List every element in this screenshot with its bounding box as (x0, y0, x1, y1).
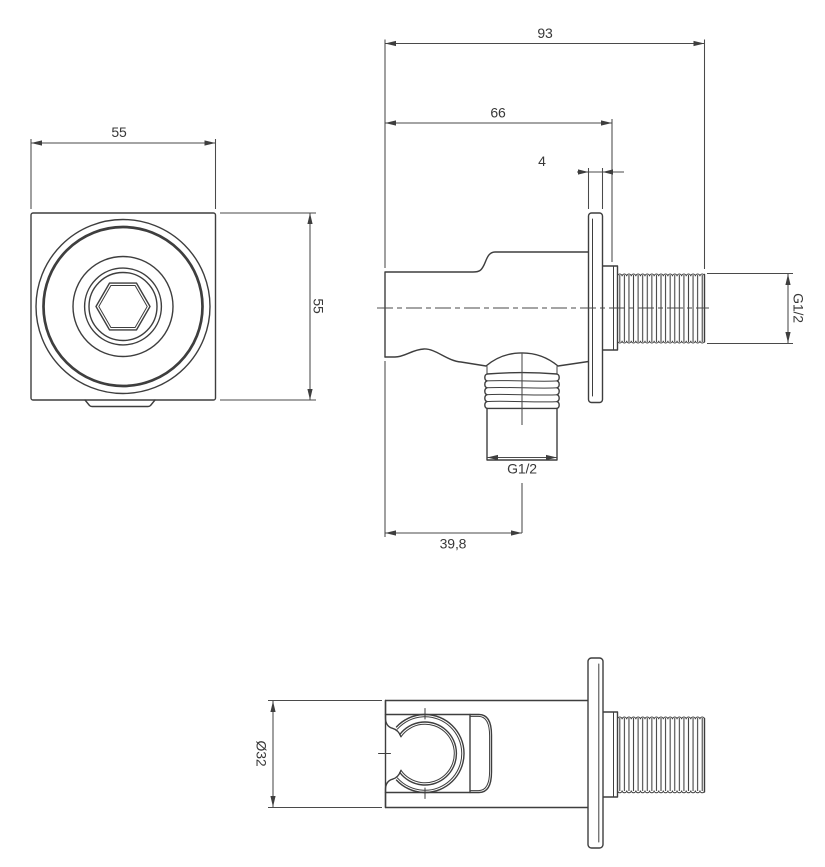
dim-flange-thickness-label: 4 (538, 153, 546, 169)
dim-overall-depth: 93 (384, 25, 706, 269)
front-bottom-tab (84, 399, 156, 408)
dim-inlet-thread: G1/2 (707, 272, 807, 345)
dim-front-width-label: 55 (111, 124, 127, 140)
dim-outlet-offset-label: 39,8 (440, 536, 467, 552)
inlet-thread (617, 275, 705, 342)
bottom-thread (617, 718, 705, 791)
dim-front-width: 55 (30, 124, 217, 209)
hex-socket-inner (98, 285, 148, 328)
dim-flange-thickness: 4 (538, 153, 624, 209)
front-inner-circle (83, 267, 163, 346)
bottom-flange (587, 657, 604, 849)
side-body-top (384, 251, 590, 358)
dim-outlet-thread-label: G1/2 (507, 461, 537, 477)
bottom-view: Ø32 (254, 657, 706, 849)
dim-depth-to-flange-label: 66 (490, 105, 506, 121)
dim-front-height: 55 (220, 212, 327, 401)
dim-outlet-offset: 39,8 (384, 361, 522, 552)
holder-fork (378, 699, 493, 809)
bottom-collar (602, 711, 619, 798)
front-outer-circle (35, 218, 211, 395)
front-inner-circle-2 (88, 271, 158, 342)
dim-outlet-thread: G1/2 (487, 454, 557, 477)
dim-front-height-label: 55 (311, 298, 327, 314)
side-view: 93 66 4 G1/2 G1/2 (377, 25, 807, 552)
dim-holder-diameter-label: Ø32 (254, 740, 270, 766)
dim-holder-diameter: Ø32 (254, 699, 382, 809)
front-view: 55 55 (30, 124, 327, 408)
front-ring (42, 225, 204, 388)
outlet-cylinder (486, 407, 558, 461)
hex-socket-outer (95, 282, 151, 331)
dim-overall-depth-label: 93 (537, 25, 553, 41)
front-plate-outline (30, 212, 217, 401)
side-body-bottom (384, 348, 590, 367)
dim-inlet-thread-label: G1/2 (791, 293, 807, 323)
dim-depth-to-flange: 66 (385, 105, 613, 262)
front-mid-circle (72, 255, 174, 358)
